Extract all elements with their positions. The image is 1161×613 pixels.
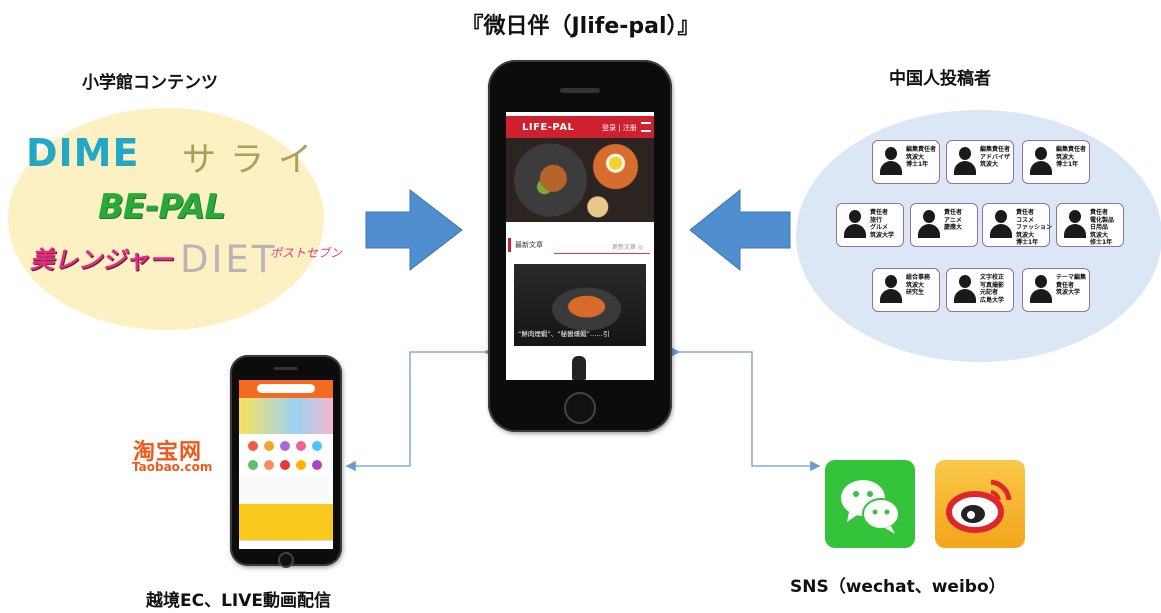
- contributor-card: 文字校正 写真撮影 元記者 広島大学: [946, 268, 1014, 312]
- section-marker: [508, 238, 511, 252]
- yellow-promo-section: [239, 504, 333, 540]
- sns-connector: [670, 346, 821, 472]
- promo-banner: [239, 398, 333, 434]
- page-title: 『微日伴（Jlife-pal）』: [461, 14, 700, 39]
- app-header: LIFE-PAL 登录 | 注册: [506, 116, 654, 138]
- category-icon[interactable]: [280, 441, 290, 451]
- bottle-image: [572, 356, 586, 380]
- contributor-flow-arrow-right: [689, 188, 791, 272]
- person-icon: [990, 210, 1012, 240]
- person-icon: [880, 147, 902, 177]
- section-divider: [554, 253, 650, 254]
- biranger-logo-text: 美レンジャー: [30, 246, 173, 274]
- taobao-logo: 淘宝网: [133, 440, 203, 465]
- category-icon[interactable]: [312, 460, 322, 470]
- taobao-phone: [230, 355, 342, 568]
- taobao-header: [239, 380, 333, 398]
- category-icon[interactable]: [248, 460, 258, 470]
- contributor-card: 責任者 アニメ 慶應大: [910, 203, 978, 247]
- login-link[interactable]: 登录 | 注册: [602, 124, 637, 132]
- contributor-card: 編集責任者 アドバイザ 筑波大: [946, 140, 1014, 184]
- bepal-logo: BE-PAL: [98, 187, 226, 227]
- sns-label: SNS（wechat、weibo）: [790, 577, 1006, 597]
- contributor-card: 編集責任者 筑波大 博士1年: [1022, 140, 1090, 184]
- contributor-card: テーマ編集 責任者 筑波大学: [1022, 268, 1090, 312]
- content-flow-arrow-left: [365, 188, 463, 272]
- cross-border-ec-label: 越境EC、LIVE動画配信: [146, 591, 332, 611]
- category-icon[interactable]: [248, 441, 258, 451]
- diet-logo: DIET: [180, 238, 278, 281]
- contributors-heading: 中国人投稿者: [889, 69, 991, 89]
- category-icon[interactable]: [296, 460, 306, 470]
- category-icon[interactable]: [296, 441, 306, 451]
- contributor-text: テーマ編集 責任者 筑波大学: [1056, 274, 1087, 296]
- contributor-text: 責任者 旅行 グルメ 筑波大学: [870, 209, 895, 239]
- sarai-logo: サライ: [182, 140, 326, 180]
- ec-connector: [345, 346, 494, 472]
- person-icon: [844, 210, 866, 240]
- contributor-text: 文字校正 写真撮影 元記者 広島大学: [980, 274, 1005, 304]
- category-icons: [245, 438, 329, 476]
- contributor-card: 責任者 旅行 グルメ 筑波大学: [836, 203, 904, 247]
- article-caption: “鮮肉煙蝦”、“秘醤燻蝦”……引: [518, 330, 610, 338]
- shogakukan-heading: 小学館コンテンツ: [82, 73, 218, 93]
- person-icon: [954, 147, 976, 177]
- category-icon[interactable]: [312, 441, 322, 451]
- contributor-card: 責任者 コスメ ファッション 筑波大 博士1年: [982, 203, 1053, 247]
- phone-speaker: [560, 88, 600, 93]
- contributor-text: 責任者 コスメ ファッション 筑波大 博士1年: [1016, 209, 1053, 246]
- contributor-card: 編集責任者 筑波大 博士1年: [872, 140, 940, 184]
- bottom-tab-bar: [239, 540, 333, 549]
- weibo-icon: [935, 460, 1025, 548]
- contributor-text: 編集責任者 筑波大 博士1年: [906, 146, 937, 168]
- taobao-url: Taobao.com: [132, 460, 213, 474]
- contributor-text: 編集責任者 アドバイザ 筑波大: [980, 146, 1011, 168]
- contributor-text: 総合事務 筑波大 研究生: [906, 274, 931, 296]
- shogakukan-content-area: [8, 108, 324, 330]
- more-link[interactable]: 更新文章 ◎: [612, 244, 644, 251]
- post-seven-logo: ポストセブン: [270, 246, 343, 260]
- contributor-text: 責任者 アニメ 慶應大: [944, 209, 963, 231]
- person-icon: [918, 210, 940, 240]
- person-icon: [1030, 147, 1052, 177]
- app-logo: LIFE-PAL: [522, 122, 575, 133]
- person-icon: [1030, 275, 1052, 305]
- contributor-card: 責任者 電化製品 日用品 筑波大 修士1年: [1056, 203, 1124, 247]
- category-icon[interactable]: [280, 460, 290, 470]
- article-photo[interactable]: [514, 264, 646, 346]
- home-button: [564, 392, 596, 424]
- dime-logo: DIME: [26, 131, 140, 175]
- search-bar[interactable]: [257, 384, 315, 393]
- category-icon[interactable]: [264, 460, 274, 470]
- contributor-text: 編集責任者 筑波大 博士1年: [1056, 146, 1087, 168]
- food-hero-image: [506, 138, 654, 222]
- contributor-card: 総合事務 筑波大 研究生: [872, 268, 940, 312]
- person-icon: [880, 275, 902, 305]
- jlife-pal-app-screen: LIFE-PAL 登录 | 注册 最新文章 更新文章 ◎ “鮮肉煙蝦”、“秘醤燻…: [506, 112, 654, 380]
- wechat-icon: [825, 460, 915, 548]
- person-icon: [1064, 210, 1086, 240]
- phone-speaker: [274, 367, 298, 370]
- biranger-logo: 美レンジャー: [26, 234, 173, 280]
- menu-icon[interactable]: [641, 122, 651, 132]
- person-icon: [954, 275, 976, 305]
- taobao-app-screen: [239, 380, 333, 549]
- category-icon[interactable]: [264, 441, 274, 451]
- contributor-text: 責任者 電化製品 日用品 筑波大 修士1年: [1090, 209, 1115, 246]
- section-title: 最新文章: [515, 241, 543, 249]
- news-strip: [239, 476, 333, 504]
- jlife-pal-phone: LIFE-PAL 登录 | 注册 最新文章 更新文章 ◎ “鮮肉煙蝦”、“秘醤燻…: [488, 60, 672, 432]
- home-button: [278, 552, 294, 568]
